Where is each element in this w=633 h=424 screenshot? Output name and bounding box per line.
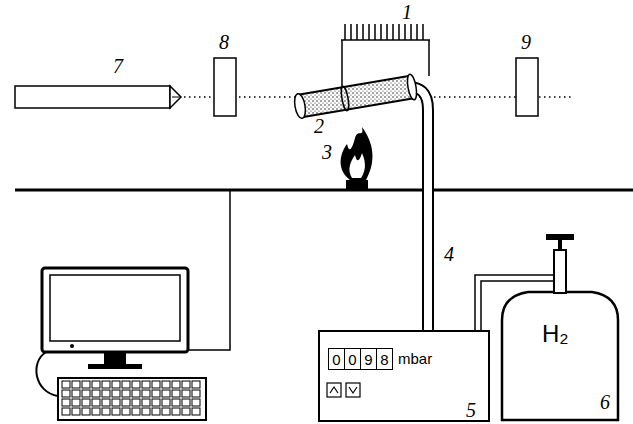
key xyxy=(192,390,200,397)
callout-number: 8 xyxy=(219,32,229,52)
gas-line-inner xyxy=(478,278,500,332)
digit-text: 0 xyxy=(332,352,340,367)
unit-label: mbar xyxy=(398,351,432,366)
key xyxy=(92,390,100,397)
gas-pipe xyxy=(405,87,428,332)
key xyxy=(192,381,200,388)
key xyxy=(72,381,80,388)
key xyxy=(92,408,100,415)
gas-label: H₂ xyxy=(542,322,569,346)
key xyxy=(132,399,140,406)
key xyxy=(122,399,130,406)
optical-element xyxy=(516,58,538,116)
laser xyxy=(15,86,181,108)
callout-number: 3 xyxy=(322,142,332,162)
key xyxy=(132,408,140,415)
key xyxy=(122,390,130,397)
sample-tube xyxy=(293,74,418,120)
key xyxy=(112,381,120,388)
key xyxy=(162,381,170,388)
key xyxy=(62,381,70,388)
key xyxy=(62,390,70,397)
key xyxy=(192,399,200,406)
data-cable xyxy=(188,190,230,350)
callout-number: 4 xyxy=(444,244,454,264)
key xyxy=(132,390,140,397)
key xyxy=(102,399,110,406)
display-digit: 9 xyxy=(360,348,377,370)
key xyxy=(152,399,160,406)
key xyxy=(142,381,150,388)
digit-text: 0 xyxy=(348,352,356,367)
callout-number: 6 xyxy=(600,392,610,412)
key xyxy=(62,408,70,415)
control-button xyxy=(327,383,360,397)
key xyxy=(142,390,150,397)
key xyxy=(182,390,190,397)
key xyxy=(182,381,190,388)
key xyxy=(172,399,180,406)
callout-number: 9 xyxy=(521,32,531,52)
computer xyxy=(36,268,206,420)
key xyxy=(102,390,110,397)
display-digit: 0 xyxy=(328,348,345,370)
key xyxy=(162,408,170,415)
key xyxy=(172,390,180,397)
heater-comb xyxy=(341,24,430,88)
gas-line xyxy=(478,278,498,330)
key xyxy=(132,381,140,388)
optical-element xyxy=(214,58,236,116)
key xyxy=(82,390,90,397)
key xyxy=(92,399,100,406)
key xyxy=(102,408,110,415)
digit-text: 9 xyxy=(364,352,372,367)
key xyxy=(112,399,120,406)
key xyxy=(162,390,170,397)
key xyxy=(172,381,180,388)
key xyxy=(182,408,190,415)
key xyxy=(72,390,80,397)
pressure-controller: mbar50098 xyxy=(318,330,490,422)
key xyxy=(182,399,190,406)
key xyxy=(72,408,80,415)
callout-number: 7 xyxy=(113,56,123,76)
display-digit: 0 xyxy=(344,348,361,370)
key xyxy=(162,399,170,406)
key xyxy=(122,381,130,388)
key xyxy=(82,399,90,406)
key xyxy=(152,408,160,415)
key xyxy=(82,408,90,415)
key xyxy=(152,381,160,388)
key xyxy=(172,408,180,415)
key xyxy=(72,399,80,406)
display-digit: 8 xyxy=(376,348,393,370)
burner-flame xyxy=(341,127,373,189)
digit-text: 8 xyxy=(380,352,388,367)
key xyxy=(142,408,150,415)
key xyxy=(142,399,150,406)
pipe-connector xyxy=(478,278,500,332)
key xyxy=(112,408,120,415)
key xyxy=(82,381,90,388)
key xyxy=(122,408,130,415)
callout-number: 2 xyxy=(314,116,324,136)
gas-cylinder: H₂ 6 xyxy=(498,232,622,422)
key xyxy=(92,381,100,388)
key xyxy=(112,390,120,397)
optical-rail xyxy=(15,189,633,192)
key xyxy=(152,390,160,397)
callout-number: 5 xyxy=(466,400,476,420)
callout-number: 1 xyxy=(402,2,412,22)
key xyxy=(102,381,110,388)
key xyxy=(62,399,70,406)
key xyxy=(192,408,200,415)
